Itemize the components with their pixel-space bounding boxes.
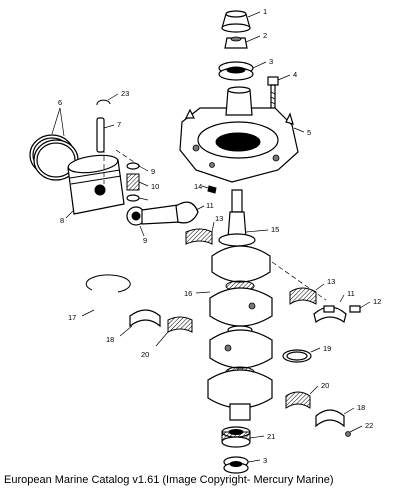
assembly-lines: [103, 140, 327, 301]
callout-9-lower: 9: [143, 236, 147, 245]
part-race-half-right: [315, 409, 345, 428]
callout-labels: 1 2 3 4 5 6 7 8 9 10 9 11 13 14 15 16 17…: [58, 7, 381, 465]
callout-13-right: 13: [327, 277, 335, 286]
callout-13-left: 13: [215, 214, 223, 223]
callout-20-left: 20: [141, 350, 149, 359]
callout-12: 12: [373, 297, 381, 306]
callout-10: 10: [151, 182, 159, 191]
part-connecting-rod: [126, 201, 199, 226]
callout-2: 2: [263, 31, 267, 40]
part-piston-pin: [96, 117, 105, 153]
part-rod-needle-bearing-left: [185, 228, 213, 245]
image-caption: European Marine Catalog v1.61 (Image Cop…: [4, 474, 334, 486]
callout-9-upper: 9: [151, 167, 155, 176]
callout-16: 16: [184, 289, 192, 298]
callout-4: 4: [293, 70, 297, 79]
callout-11-right: 11: [347, 289, 355, 298]
callout-3-upper: 3: [269, 57, 273, 66]
callout-19: 19: [323, 344, 331, 353]
callout-14: 14: [194, 182, 202, 191]
part-rod-needle-bearing-right: [289, 287, 317, 305]
callout-5: 5: [307, 128, 311, 137]
callout-15: 15: [271, 225, 279, 234]
callout-18-left: 18: [106, 335, 114, 344]
part-woodruff-key: [207, 185, 217, 194]
part-crankshaft: [207, 189, 273, 421]
callout-6: 6: [58, 98, 62, 107]
part-end-cap-housing: [179, 86, 299, 183]
callout-20-right: 20: [321, 381, 329, 390]
part-rod-cap-screw: [349, 305, 361, 313]
callout-23: 23: [121, 89, 129, 98]
part-nut: [224, 36, 248, 49]
part-wrist-pin-bearing: [126, 162, 140, 202]
callout-11-left: 11: [206, 201, 214, 210]
part-cap: [221, 10, 251, 33]
part-upper-seal: [218, 61, 254, 81]
callout-22: 22: [365, 421, 373, 430]
part-bolt: [267, 76, 279, 111]
callout-18-right: 18: [357, 403, 365, 412]
part-ring: [282, 349, 312, 363]
callout-21: 21: [267, 432, 275, 441]
part-lower-bearing: [221, 426, 251, 448]
callout-7: 7: [117, 120, 121, 129]
part-race-half-left: [129, 309, 161, 328]
callout-8: 8: [60, 216, 64, 225]
part-piston: [67, 154, 125, 215]
part-circlip: [96, 99, 111, 106]
callout-17: 17: [68, 313, 76, 322]
part-rod-cap: [313, 305, 347, 324]
part-snap-ring: [85, 274, 131, 293]
part-piston-rings: [29, 134, 79, 181]
callout-1: 1: [263, 7, 267, 16]
part-lower-seal: [223, 456, 249, 474]
part-needle-half-right: [285, 391, 311, 409]
part-needle-half-left: [167, 316, 193, 333]
part-dowel-pin: [345, 431, 351, 437]
callout-leaders: [51, 11, 371, 463]
callout-3-lower: 3: [263, 456, 267, 465]
